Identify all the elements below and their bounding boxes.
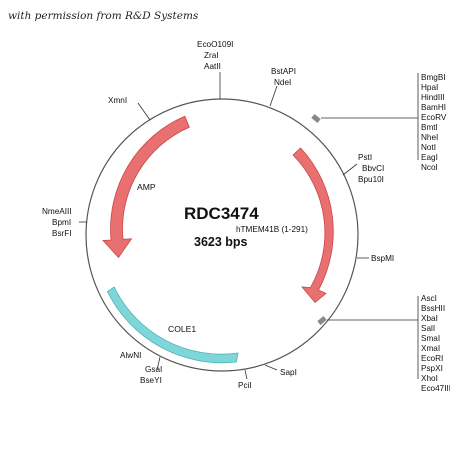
site-cluster-left: NmeAIII BpmI BsrFI (42, 207, 72, 238)
site-label: NotI (421, 143, 436, 152)
feature-label-amp: AMP (137, 182, 156, 192)
site-label: NmeAIII (42, 207, 72, 216)
backbone-circle (85, 98, 359, 372)
site-label: NheI (421, 133, 438, 142)
site-label: Eco47III (421, 384, 450, 393)
feature-label-cole1: COLE1 (168, 324, 196, 334)
insert-arrow (292, 147, 334, 304)
site-cluster-pst: PstI BbvCI Bpu10I (358, 153, 384, 184)
site-label: NdeI (274, 78, 291, 87)
site-label: BpmI (52, 218, 71, 227)
plasmid-size: 3623 bps (194, 235, 248, 249)
site-label: BseYI (140, 376, 162, 385)
site-label: ZraI (204, 51, 219, 60)
plasmid-name: RDC3474 (184, 204, 259, 223)
leader-lines (79, 72, 419, 380)
insert-label: hTMEM41B (1-291) (236, 225, 308, 234)
site-label: BstAPI (271, 67, 296, 76)
site-cluster-mcs1: BmgBI HpaI HindIII BamHI EcoRV BmtI NheI… (421, 73, 447, 172)
amp-arrow (102, 115, 190, 259)
mcs1-marker (311, 114, 321, 123)
credit-text: with permission from R&D Systems (8, 10, 199, 22)
site-label: AscI (421, 294, 437, 303)
site-label: BmgBI (421, 73, 446, 82)
site-label: XmaI (421, 344, 440, 353)
cole1-feature (106, 286, 239, 364)
site-label: BsrFI (52, 229, 72, 238)
site-cluster-bottom-left: AlwNI GsaI BseYI (120, 351, 162, 385)
site-label: AlwNI (120, 351, 141, 360)
site-cluster-mcs2: AscI BssHII XbaI SalI SmaI XmaI EcoRI Ps… (421, 294, 450, 393)
site-cluster-top: EcoO109I ZraI AatII (197, 40, 233, 71)
site-label: BamHI (421, 103, 446, 112)
site-label: EcoO109I (197, 40, 233, 49)
site-label: EagI (421, 153, 438, 162)
site-label: SmaI (421, 334, 440, 343)
site-cluster-top-right: BstAPI NdeI (271, 67, 296, 87)
site-label: NcoI (421, 163, 438, 172)
site-label: BmtI (421, 123, 438, 132)
mcs2-marker (317, 316, 327, 325)
site-label: PspXI (421, 364, 443, 373)
site-label: BbvCI (362, 164, 384, 173)
site-label: EcoRV (421, 113, 447, 122)
site-label: AatII (204, 62, 221, 71)
site-label: BssHII (421, 304, 445, 313)
site-label: HindIII (421, 93, 445, 102)
site-label: PstI (358, 153, 372, 162)
site-label-xmni: XmnI (108, 96, 127, 105)
site-label: XbaI (421, 314, 438, 323)
site-label: XhoI (421, 374, 438, 383)
site-label: EcoRI (421, 354, 443, 363)
site-label: Bpu10I (358, 175, 384, 184)
site-label-bspmi: BspMI (371, 254, 394, 263)
site-label: GsaI (145, 365, 162, 374)
site-label: SalI (421, 324, 435, 333)
site-label-sapi: SapI (280, 368, 297, 377)
site-label: HpaI (421, 83, 438, 92)
site-label-pcii: PciI (238, 381, 252, 390)
